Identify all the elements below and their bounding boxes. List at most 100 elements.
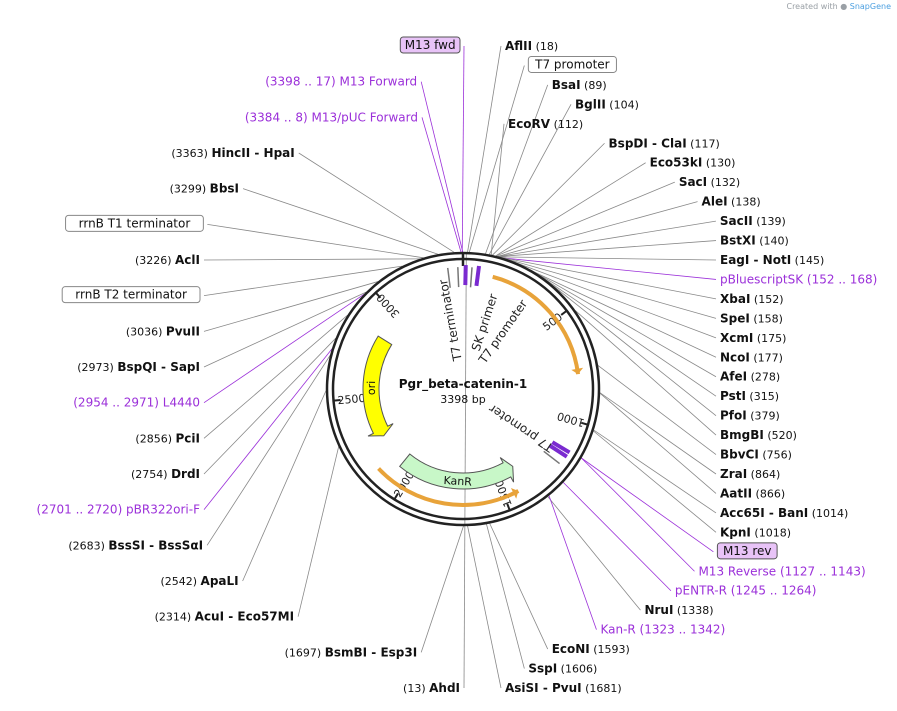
label-box xyxy=(61,286,201,304)
label-text: pENTR-R (1245 .. 1264) xyxy=(675,584,817,598)
label-text: EagI - NotI (145) xyxy=(720,253,824,267)
leader-line xyxy=(497,220,716,257)
leader-line xyxy=(506,258,717,358)
leader-line xyxy=(485,84,549,254)
label-text: BstXI (140) xyxy=(720,234,789,248)
site-coord: (379) xyxy=(747,410,780,423)
leader-line xyxy=(495,181,675,257)
label-text: M13 fwd xyxy=(405,38,456,52)
orf-arrowhead xyxy=(510,487,519,499)
tick-mark xyxy=(392,492,399,501)
credit-prefix: Created with xyxy=(786,2,838,11)
label-hincii-hpai: (3363) HincII - HpaI xyxy=(171,146,294,160)
label-acc65i-bani: Acc65I - BanI (1014) xyxy=(720,506,848,520)
tick-mark xyxy=(506,503,512,512)
leader-line xyxy=(551,283,717,416)
leader-line xyxy=(203,258,421,261)
label-aatii: AatII (866) xyxy=(720,486,785,500)
credit-brand: SnapGene xyxy=(849,2,891,11)
label-text: M13 Reverse (1127 .. 1143) xyxy=(698,564,865,578)
site-coord: (104) xyxy=(606,98,639,111)
label-text: XcmI (175) xyxy=(720,331,786,345)
label-m13-reverse: M13 Reverse (1127 .. 1143) xyxy=(698,564,865,578)
label-bmgbi: BmgBI (520) xyxy=(720,428,797,442)
label-text: AflII (18) xyxy=(505,39,558,53)
site-name: BbsI xyxy=(210,182,239,196)
label-kan-r: Kan-R (1323 .. 1342) xyxy=(600,623,725,637)
site-name: PfoI xyxy=(720,409,747,423)
label-bspqi-sapi: (2973) BspQI - SapI xyxy=(77,360,200,374)
label-zrai: ZraI (864) xyxy=(720,467,780,481)
leader-line xyxy=(203,291,367,368)
plasmid-length: 3398 bp xyxy=(440,393,485,406)
leader-line xyxy=(575,310,717,436)
label-eco53ki: Eco53kI (130) xyxy=(650,156,736,170)
label-text: rrnB T2 terminator xyxy=(75,288,187,302)
label-text: NcoI (177) xyxy=(720,350,783,364)
label-sacii: SacII (139) xyxy=(720,214,786,228)
site-name: NcoI xyxy=(720,350,750,364)
leader-line xyxy=(486,523,525,669)
site-name: EagI - NotI xyxy=(720,253,791,267)
label-xbai: XbaI (152) xyxy=(720,292,783,306)
site-name: SacI xyxy=(679,175,707,189)
label-m13-rev: M13 rev xyxy=(716,542,778,560)
label-box xyxy=(527,55,617,73)
label-afei: AfeI (278) xyxy=(720,370,780,384)
promoter-mark xyxy=(446,267,451,288)
label-text: (3398 .. 17) M13 Forward xyxy=(265,75,417,89)
feature-ori xyxy=(362,335,394,437)
label-l4440: (2954 .. 2971) L4440 xyxy=(73,396,200,410)
feature-label: ori xyxy=(365,381,378,395)
label-pbluescriptsk: pBluescriptSK (152 .. 168) xyxy=(720,272,877,286)
label-text: Kan-R (1323 .. 1342) xyxy=(600,623,725,637)
site-name: SacII xyxy=(720,214,753,228)
leader-line xyxy=(498,240,717,257)
leader-line xyxy=(495,162,646,257)
promoter-mark xyxy=(543,450,561,465)
label-text: (1697) BsmBI - Esp3I xyxy=(285,645,418,659)
site-coord: (1681) xyxy=(582,682,622,695)
leader-line xyxy=(538,274,717,397)
label-m13-forward: (3398 .. 17) M13 Forward xyxy=(265,75,417,89)
label-text: PstI (315) xyxy=(720,389,779,403)
leader-line xyxy=(506,258,717,339)
label-text: (2542) ApaLI xyxy=(160,574,238,588)
site-coord: (1606) xyxy=(557,663,597,676)
site-coord: (13) xyxy=(403,682,429,695)
site-coord: (152) xyxy=(750,293,783,306)
label-text: EcoRV (112) xyxy=(508,117,583,131)
leader-line xyxy=(420,81,464,253)
label-text: Acc65I - BanI (1014) xyxy=(720,506,848,520)
leader-line xyxy=(548,495,597,630)
site-coord: (3226) xyxy=(135,254,175,267)
label-text: AleI (138) xyxy=(702,195,761,209)
site-coord: (112) xyxy=(550,118,583,131)
site-coord: (1338) xyxy=(673,604,713,617)
label-saci: SacI (132) xyxy=(679,175,740,189)
site-name: AcuI - Eco57MI xyxy=(195,610,294,624)
leader-line xyxy=(492,142,605,256)
site-name: Eco53kI xyxy=(650,156,703,170)
tick-label: 2500 xyxy=(337,392,366,407)
orf-arc xyxy=(377,467,520,507)
label-econi: EcoNI (1593) xyxy=(552,642,630,656)
label-text: BmgBI (520) xyxy=(720,428,797,442)
label-pvuii: (3036) PvuII xyxy=(126,324,200,338)
label-text: (3384 .. 8) M13/pUC Forward xyxy=(245,110,418,124)
leader-line xyxy=(206,355,331,546)
label-text: (2701 .. 2720) pBR322ori-F xyxy=(37,503,201,517)
label-text: (2954 .. 2971) L4440 xyxy=(73,396,200,410)
label-text: (2314) AcuI - Eco57MI xyxy=(155,610,294,624)
label-box xyxy=(65,214,204,232)
site-name: XbaI xyxy=(720,292,750,306)
leader-line xyxy=(203,314,348,439)
site-coord: (145) xyxy=(791,254,824,267)
inner-label: T7 terminator xyxy=(436,278,465,363)
site-coord: (89) xyxy=(581,79,607,92)
primer-mark xyxy=(551,440,571,455)
leader-line xyxy=(463,252,467,689)
leader-line xyxy=(599,392,717,494)
